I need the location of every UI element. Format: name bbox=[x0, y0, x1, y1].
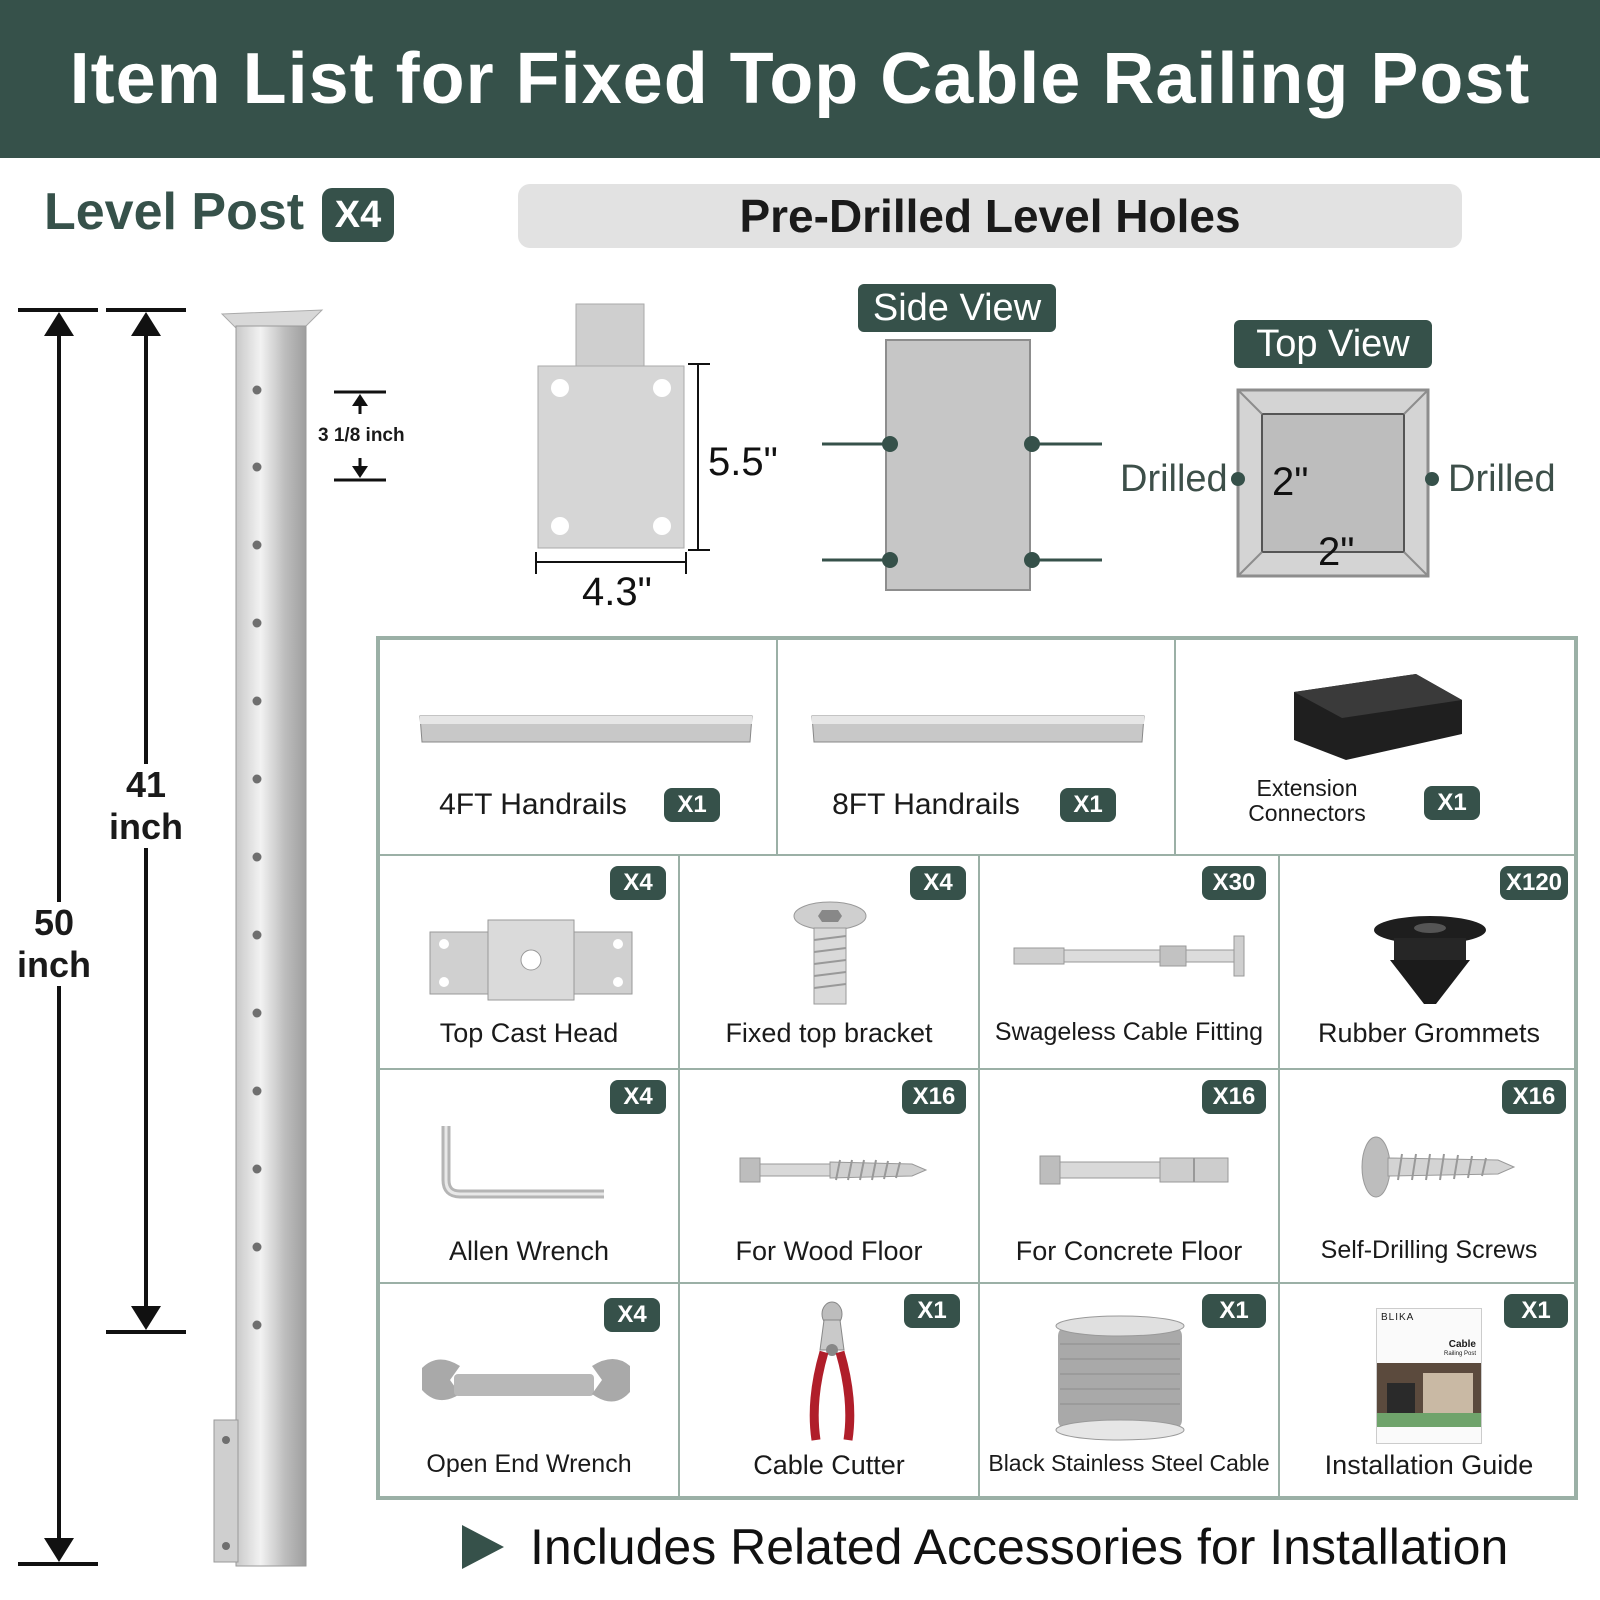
item-label: 8FT Handrails bbox=[832, 788, 1020, 821]
qty-badge: X1 bbox=[904, 1294, 960, 1328]
left-drill-dot bbox=[1231, 472, 1245, 486]
qty-badge: X4 bbox=[610, 1080, 666, 1114]
qty-badge: X1 bbox=[1202, 1294, 1266, 1328]
qty-badge: X4 bbox=[910, 866, 966, 900]
item-label: Open End Wrench bbox=[426, 1450, 632, 1478]
qty-badge: X1 bbox=[664, 788, 720, 822]
level-post-label: Level Post bbox=[44, 183, 305, 241]
qty-badge: X4 bbox=[604, 1298, 660, 1332]
item-cell-4ft-handrails: 4FT Handrails X1 bbox=[380, 640, 778, 856]
guide-title-text: Cable bbox=[1448, 1339, 1476, 1350]
item-cell-allen-wrench: X4 Allen Wrench bbox=[380, 1070, 680, 1284]
item-label: Top Cast Head bbox=[439, 1018, 619, 1048]
qty-badge: X30 bbox=[1202, 866, 1266, 900]
qty-badge: X16 bbox=[1202, 1080, 1266, 1114]
footer-note: Includes Related Accessories for Install… bbox=[462, 1518, 1508, 1576]
qty-badge: X1 bbox=[1060, 788, 1116, 822]
side-view-diagram bbox=[822, 339, 1102, 591]
item-cell-fixed-top-bracket: X4 Fixed top bracket bbox=[680, 856, 980, 1070]
base-width-label: 4.3" bbox=[582, 570, 652, 614]
qty-badge: X16 bbox=[1502, 1080, 1566, 1114]
connector-block-icon bbox=[1294, 674, 1462, 760]
items-grid: 4FT Handrails X1 8FT Handrails X1 Extens… bbox=[376, 636, 1578, 1500]
cable-cutter-icon bbox=[809, 1301, 855, 1441]
side-view-label: Side View bbox=[858, 284, 1056, 332]
level-post-qty-badge: X4 bbox=[322, 188, 394, 242]
post-dimension-diagram bbox=[18, 308, 386, 1567]
top-depth-label: 2" bbox=[1318, 530, 1355, 574]
item-cell-cable-cutter: X1 Cable Cutter bbox=[680, 1284, 980, 1500]
item-cell-steel-cable: X1 Black Stainless Steel Cable bbox=[980, 1284, 1280, 1500]
item-cell-installation-guide: X1 BLIKA Cable Railing Post Installation… bbox=[1280, 1284, 1578, 1500]
total-height-label: 50 inch bbox=[12, 902, 96, 986]
allen-wrench-icon bbox=[441, 1126, 604, 1199]
item-cell-top-cast-head: X4 Top Cast Head bbox=[380, 856, 680, 1070]
base-height-label: 5.5" bbox=[708, 440, 778, 484]
item-cell-self-drilling-screws: X16 Self-Drilling Screws bbox=[1280, 1070, 1578, 1284]
qty-badge: X16 bbox=[902, 1080, 966, 1114]
item-label: 4FT Handrails bbox=[439, 788, 627, 821]
cable-spool-icon bbox=[1055, 1315, 1185, 1441]
page-title: Item List for Fixed Top Cable Railing Po… bbox=[69, 39, 1531, 119]
item-label: For Concrete Floor bbox=[1015, 1236, 1243, 1266]
base-plate-diagram bbox=[535, 303, 710, 574]
item-cell-open-end-wrench: X4 Open End Wrench bbox=[380, 1284, 680, 1500]
guide-cover-photo bbox=[1377, 1363, 1481, 1427]
qty-badge: X120 bbox=[1500, 866, 1568, 900]
item-cell-wood-floor: X16 For Wood Floor bbox=[680, 1070, 980, 1284]
self-drilling-screw-icon bbox=[1361, 1136, 1516, 1198]
item-label: Black Stainless Steel Cable bbox=[988, 1450, 1270, 1476]
item-label: Fixed top bracket bbox=[725, 1018, 933, 1048]
open-end-wrench-icon bbox=[422, 1359, 630, 1402]
top-width-label: 2" bbox=[1272, 460, 1309, 504]
item-label: Cable Cutter bbox=[753, 1450, 905, 1480]
item-label: Extension Connectors bbox=[1248, 775, 1366, 826]
item-label: For Wood Floor bbox=[735, 1236, 923, 1266]
top-view-label: Top View bbox=[1234, 320, 1432, 368]
guide-brand-text: BLIKA bbox=[1381, 1312, 1415, 1323]
qty-badge: X4 bbox=[610, 866, 666, 900]
item-label: Installation Guide bbox=[1324, 1450, 1534, 1480]
handrail-8ft-icon bbox=[811, 715, 1145, 743]
cable-fitting-icon bbox=[1013, 935, 1245, 977]
flat-screw-icon bbox=[793, 901, 867, 1005]
item-cell-swageless-cable-fitting: X30 Swageless Cable Fitting bbox=[980, 856, 1280, 1070]
item-label: Allen Wrench bbox=[448, 1236, 610, 1266]
drilled-right-label: Drilled bbox=[1448, 458, 1556, 500]
play-triangle-icon bbox=[462, 1525, 504, 1569]
header-bar: Item List for Fixed Top Cable Railing Po… bbox=[0, 0, 1600, 158]
handrail-4ft-icon bbox=[419, 715, 753, 743]
anchor-bolt-icon bbox=[1039, 1155, 1229, 1185]
item-label: Rubber Grommets bbox=[1317, 1018, 1541, 1048]
qty-badge: X1 bbox=[1424, 786, 1480, 820]
pre-drilled-banner: Pre-Drilled Level Holes bbox=[518, 184, 1462, 248]
item-cell-extension-connectors: Extension Connectors X1 bbox=[1176, 640, 1578, 856]
qty-badge: X1 bbox=[1504, 1294, 1568, 1328]
item-cell-concrete-floor: X16 For Concrete Floor bbox=[980, 1070, 1280, 1284]
item-label: Swageless Cable Fitting bbox=[994, 1018, 1264, 1046]
guide-booklet-icon: BLIKA Cable Railing Post bbox=[1376, 1308, 1482, 1444]
item-label: Self-Drilling Screws bbox=[1320, 1236, 1538, 1264]
lag-screw-icon bbox=[739, 1157, 928, 1183]
cast-head-icon bbox=[429, 919, 633, 1001]
inner-height-label: 41 inch bbox=[100, 764, 192, 848]
guide-subtitle-text: Railing Post bbox=[1443, 1351, 1476, 1357]
right-drill-dot bbox=[1425, 472, 1439, 486]
drilled-left-label: Drilled bbox=[1120, 458, 1228, 500]
hole-spacing-label: 3 1/8 inch bbox=[318, 425, 405, 447]
item-cell-rubber-grommets: X120 Rubber Grommets bbox=[1280, 856, 1578, 1070]
item-cell-8ft-handrails: 8FT Handrails X1 bbox=[778, 640, 1176, 856]
grommet-icon bbox=[1374, 916, 1486, 1004]
footer-text: Includes Related Accessories for Install… bbox=[530, 1519, 1509, 1575]
